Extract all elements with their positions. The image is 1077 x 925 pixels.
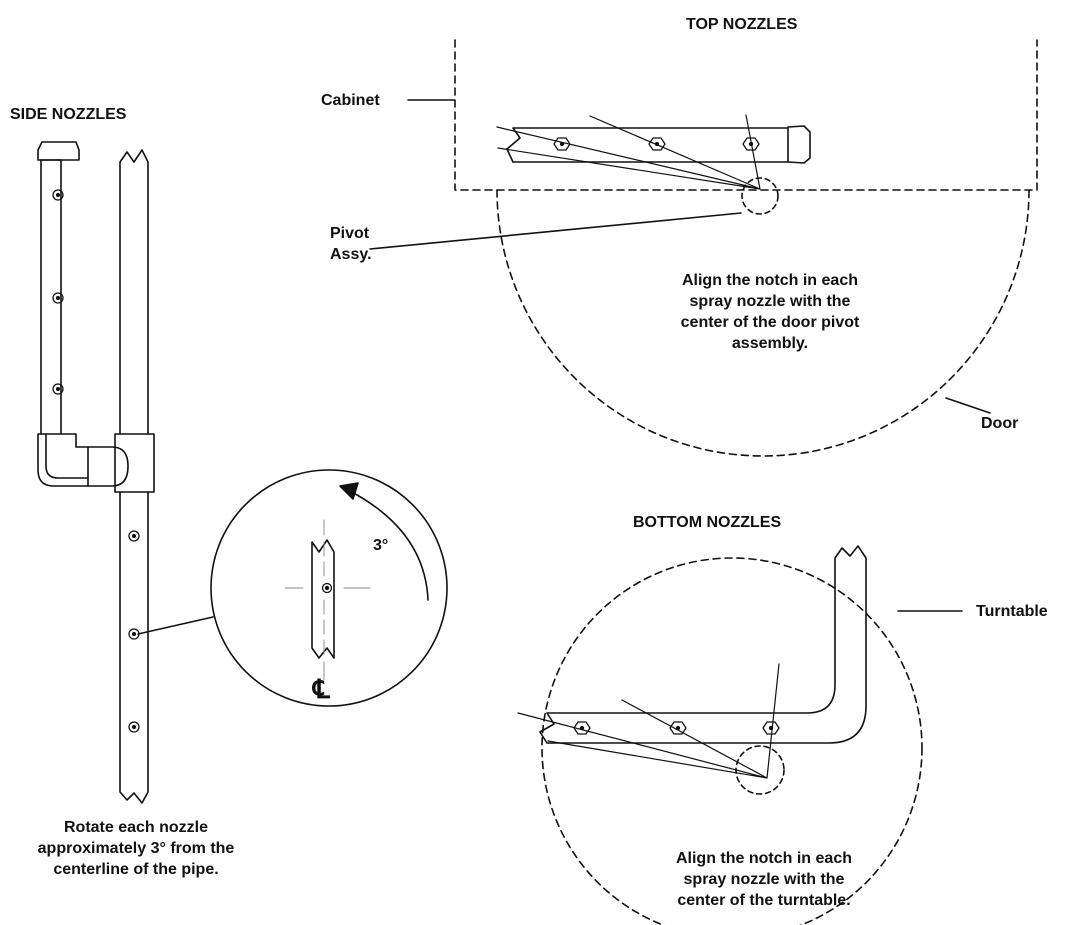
side-left-pipe	[40, 159, 62, 435]
bottom-nozzle-section	[517, 545, 963, 925]
top-nozzle-nuts	[553, 137, 760, 151]
bottom-nozzles-title: BOTTOM NOZZLES	[633, 514, 782, 531]
bottom-note-line: spray nozzle with the	[683, 871, 845, 888]
side-right-pipe-lower	[119, 491, 149, 804]
side-caption: Rotate each nozzle approximately 3° from…	[0, 817, 272, 880]
side-pipe-end-cap	[37, 141, 80, 161]
side-caption-line: approximately 3° from the	[37, 840, 235, 857]
nozzle-dot	[128, 721, 140, 733]
detail-crosshair	[284, 519, 371, 681]
rotation-arrowhead	[339, 482, 359, 500]
pivot-circle	[741, 177, 779, 215]
side-caption-line: centerline of the pipe.	[53, 861, 219, 878]
nozzle-dot	[128, 530, 140, 542]
turntable-center-circle	[735, 745, 785, 795]
door-label: Door	[981, 415, 1019, 432]
detail-pipe	[311, 539, 335, 659]
pivot-assy-label: Pivot Assy.	[330, 223, 372, 265]
nozzle-dot	[52, 189, 64, 201]
side-right-pipe-upper	[119, 149, 149, 435]
side-nozzle-dots	[52, 189, 140, 733]
top-align-lines	[496, 114, 761, 190]
bottom-nozzle-nuts	[573, 721, 780, 735]
top-note-line: center of the door pivot	[680, 314, 860, 331]
detail-leader-line	[137, 616, 214, 635]
side-tee	[114, 433, 155, 493]
side-connector	[87, 446, 129, 487]
door-leader	[945, 397, 991, 414]
detail-circle	[210, 469, 448, 707]
turntable-label: Turntable	[976, 603, 1048, 620]
top-note-line: Align the notch in each	[681, 272, 858, 289]
bottom-note-line: Align the notch in each	[675, 850, 852, 867]
top-nozzles-title: TOP NOZZLES	[686, 16, 798, 33]
top-alignment-note: Align the notch in each spray nozzle wit…	[620, 270, 920, 354]
bottom-alignment-note: Align the notch in each spray nozzle wit…	[614, 848, 914, 911]
pivot-leader	[369, 212, 742, 250]
pivot-label-line: Pivot	[330, 225, 370, 242]
rotation-arrow-arc	[347, 489, 429, 601]
bottom-l-pipe	[539, 545, 867, 744]
detail-magnifier	[210, 469, 448, 707]
nozzle-dot	[52, 383, 64, 395]
top-note-line: assembly.	[731, 335, 809, 352]
centerline-symbol: ℄	[313, 674, 330, 704]
rotation-angle-label: 3°	[373, 537, 389, 554]
top-nozzle-section	[369, 39, 1038, 457]
bottom-align-lines	[517, 663, 780, 779]
top-note-line: spray nozzle with the	[689, 293, 851, 310]
side-elbow-inner-curve	[45, 433, 89, 479]
side-nozzles-title: SIDE NOZZLES	[10, 106, 127, 123]
side-nozzle-assembly	[37, 141, 155, 804]
top-pipe-cap	[787, 125, 811, 164]
nozzle-dot	[52, 292, 64, 304]
pivot-label-line: Assy.	[330, 246, 372, 263]
cabinet-label: Cabinet	[321, 92, 380, 109]
bottom-note-line: center of the turntable.	[677, 892, 851, 909]
side-caption-line: Rotate each nozzle	[63, 819, 209, 836]
turntable-circle	[541, 557, 923, 925]
side-elbow	[37, 433, 89, 487]
cabinet-outline	[454, 39, 1038, 191]
top-pipe	[506, 127, 789, 163]
